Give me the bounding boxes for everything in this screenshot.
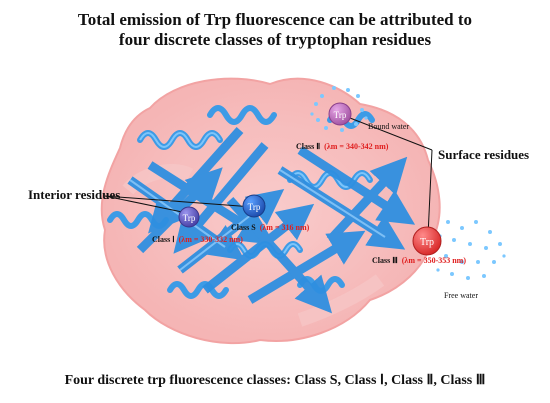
svg-text:Trp: Trp xyxy=(420,237,434,248)
trp-class-s: Trp xyxy=(242,194,266,218)
bound-water-label: Bound water xyxy=(368,122,409,131)
class-3-label: Class Ⅲ (λm = 350-353 nm) xyxy=(372,256,466,265)
title-line-1: Total emission of Trp fluorescence can b… xyxy=(77,10,473,29)
trp-class-2: Trp xyxy=(328,102,352,126)
free-water-molecules xyxy=(436,220,506,280)
free-water-label: Free water xyxy=(444,291,478,300)
leader-lines xyxy=(104,117,433,237)
bottom-caption: Four discrete trp fluorescence classes: … xyxy=(64,373,486,388)
class-2-label: Class Ⅱ (λm = 340-342 nm) xyxy=(296,142,389,151)
trp-class-1: Trp xyxy=(178,206,200,228)
interior-residues-label: Interior residues xyxy=(28,187,120,202)
class-s-label: Class S (λm = 316 nm) xyxy=(231,223,310,232)
class-1-label: Class Ⅰ (λm = 330-332 nm) xyxy=(152,235,243,244)
title-line-2: four discrete classes of tryptophan resi… xyxy=(118,30,432,49)
svg-text:Trp: Trp xyxy=(334,110,347,120)
surface-residues-label: Surface residues xyxy=(438,147,529,162)
svg-text:Trp: Trp xyxy=(248,202,261,212)
svg-text:Trp: Trp xyxy=(183,213,196,223)
trp-class-3: Trp xyxy=(412,226,442,256)
bound-water-molecules xyxy=(310,86,368,132)
